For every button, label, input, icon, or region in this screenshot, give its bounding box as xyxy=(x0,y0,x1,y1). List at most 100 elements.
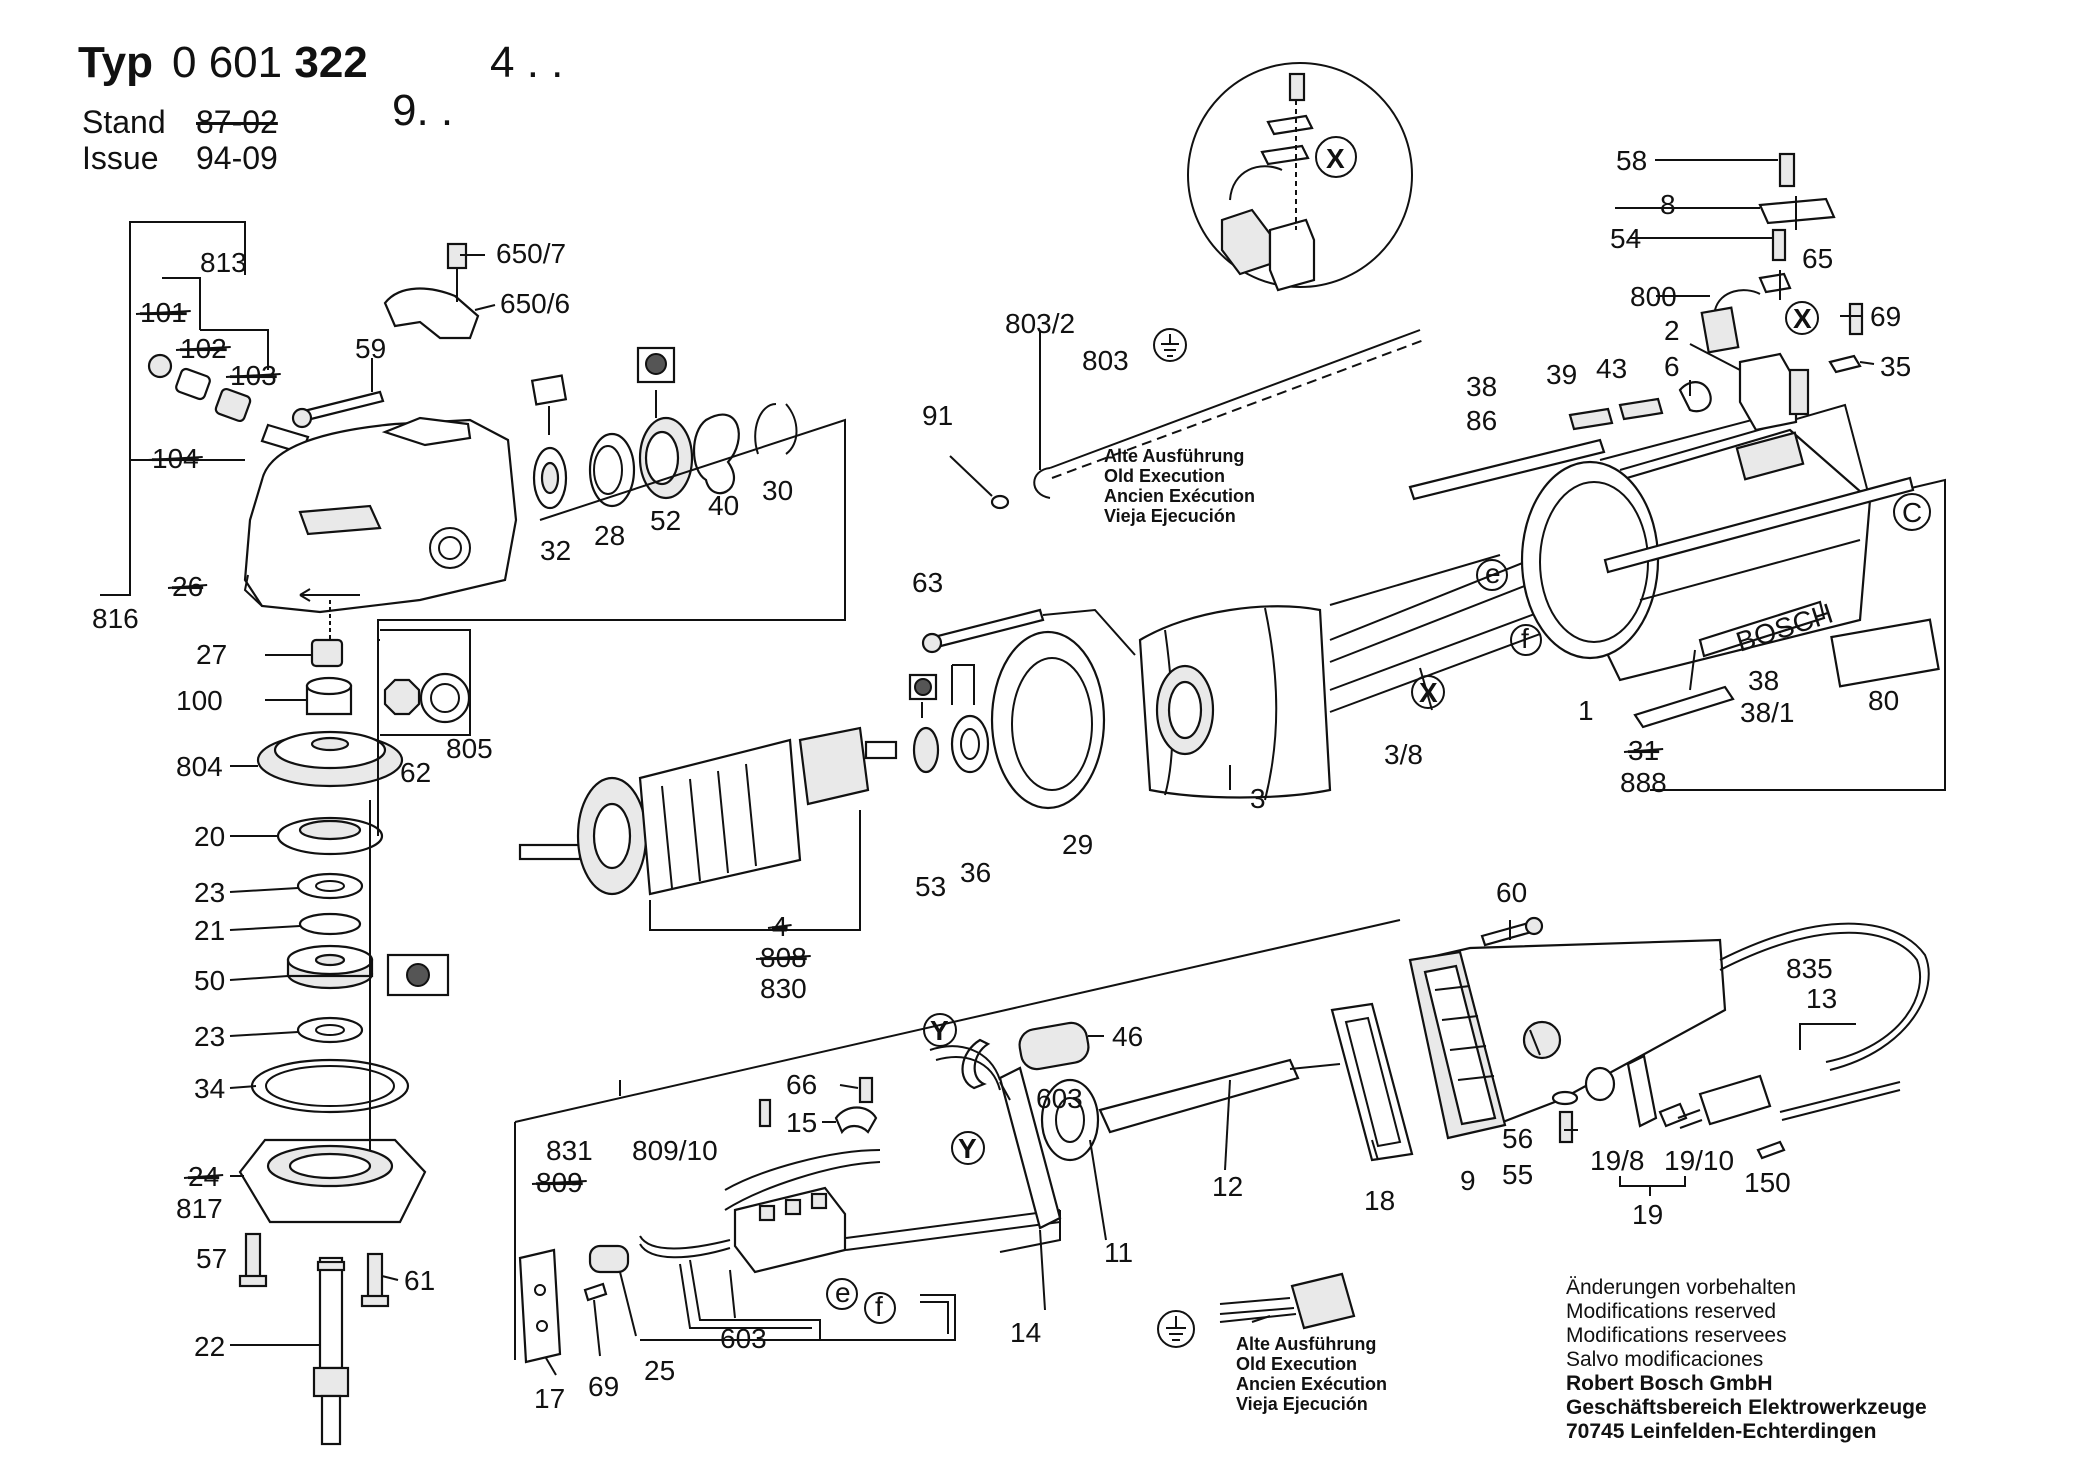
part-label-15: 15 xyxy=(786,1107,817,1138)
part-label-13: 13 xyxy=(1806,983,1837,1014)
brush-holder-group xyxy=(1678,152,1864,432)
old-execution-fr: Ancien Exécution xyxy=(1104,486,1256,506)
stand-value: 87-02 xyxy=(196,104,278,140)
strike-mark xyxy=(767,923,792,930)
part-label-603-a: 603 xyxy=(1036,1083,1083,1114)
screw-55 xyxy=(1558,1110,1574,1144)
part-label-43: 43 xyxy=(1596,353,1627,384)
part-label-34: 34 xyxy=(194,1073,225,1104)
screw-58 xyxy=(1778,152,1796,188)
bush-19-8 xyxy=(1584,1066,1616,1102)
old-execution-de: Alte Ausführung xyxy=(1104,446,1245,466)
bracket-17 xyxy=(518,1248,562,1364)
issue-value: 94-09 xyxy=(196,140,278,176)
clip-25 xyxy=(588,1244,630,1274)
part-label-55: 55 xyxy=(1502,1159,1533,1190)
spring-6 xyxy=(1678,381,1712,413)
issue-label: Issue xyxy=(82,140,159,176)
strip-86 xyxy=(1408,438,1606,501)
cable-group-803 xyxy=(949,329,1425,510)
part-label-61: 61 xyxy=(404,1265,435,1296)
part-label-25: 25 xyxy=(644,1355,675,1386)
nut-101 xyxy=(147,353,173,379)
markers: X X X C e f Y Y e f xyxy=(826,136,1931,1324)
part-label-23-b: 23 xyxy=(194,1021,225,1052)
screw-69 xyxy=(1848,302,1864,336)
part-label-817: 817 xyxy=(176,1193,223,1224)
strike-mark xyxy=(531,1179,587,1186)
ring-21 xyxy=(298,912,362,936)
company-line: Geschäftsbereich Elektrowerkzeuge xyxy=(1566,1396,1927,1419)
circlip-30 xyxy=(754,403,798,455)
gasket-34 xyxy=(250,1058,410,1114)
spring-40 xyxy=(693,413,740,495)
strike-mark xyxy=(1623,747,1664,754)
part-label-32: 32 xyxy=(540,535,571,566)
strike-mark xyxy=(755,954,811,961)
screw-809-10 xyxy=(758,1098,772,1128)
part-label-29: 29 xyxy=(1062,829,1093,860)
stand-label: Stand xyxy=(82,104,166,140)
gear-housing-26 xyxy=(243,418,518,614)
brush-holder-2 xyxy=(1738,352,1798,432)
part-label-100: 100 xyxy=(176,685,223,716)
strike-mark xyxy=(175,345,231,352)
typ-suffix-2: 9. . xyxy=(392,86,454,135)
part-label-58: 58 xyxy=(1616,145,1647,176)
inset-detail-x xyxy=(1187,62,1413,292)
armature-shaft xyxy=(518,843,582,861)
stator-group xyxy=(1138,554,1541,801)
part-label-17: 17 xyxy=(534,1383,565,1414)
part-label-36: 36 xyxy=(960,857,991,888)
part-label-30: 30 xyxy=(762,475,793,506)
old-execution-note-bottom: Alte Ausführung Old Execution Ancien Exé… xyxy=(1236,1334,1387,1414)
part-label-805: 805 xyxy=(446,733,493,764)
marker-f-bottom: f xyxy=(875,1291,883,1322)
part-label-50: 50 xyxy=(194,965,225,996)
part-label-19: 19 xyxy=(1632,1199,1663,1230)
marker-x-stator: X xyxy=(1419,677,1438,708)
switch-group xyxy=(514,919,1401,1364)
old-execution-es: Vieja Ejecución xyxy=(1236,1394,1368,1414)
marker-f-top: f xyxy=(1521,623,1529,654)
part-label-62: 62 xyxy=(400,757,431,788)
strike-mark xyxy=(135,309,191,316)
part-label-650-7: 650/7 xyxy=(496,238,566,269)
typ-suffix-1: 4 . . xyxy=(490,38,564,87)
part-label-3-8: 3/8 xyxy=(1384,739,1423,770)
sleeve-150 xyxy=(1756,1140,1786,1160)
part-label-809-10: 809/10 xyxy=(632,1135,718,1166)
clip-35 xyxy=(1828,354,1862,374)
strike-mark xyxy=(183,1173,224,1180)
capacitor-group xyxy=(1157,1272,1356,1348)
spindle-22 xyxy=(318,1256,344,1370)
bearing-row xyxy=(377,346,846,836)
clamp-19 xyxy=(1626,1054,1658,1128)
screw-61 xyxy=(366,1252,384,1300)
strike-mark xyxy=(225,372,281,379)
ring-36 xyxy=(950,714,990,774)
marker-e-top: e xyxy=(1485,558,1501,589)
part-label-835: 835 xyxy=(1786,953,1833,984)
part-label-803: 803 xyxy=(1082,345,1129,376)
capacitor xyxy=(1290,1272,1356,1330)
part-label-21: 21 xyxy=(194,915,225,946)
part-label-3: 3 xyxy=(1250,783,1266,814)
leader-lines xyxy=(229,159,1875,1376)
company-line: Robert Bosch GmbH xyxy=(1566,1372,1773,1395)
commutator xyxy=(798,726,870,806)
old-execution-es: Vieja Ejecución xyxy=(1104,506,1236,526)
clip-91 xyxy=(990,494,1010,510)
washer-23a xyxy=(296,872,364,900)
switch-rod-14 xyxy=(998,1066,1062,1230)
old-execution-fr: Ancien Exécution xyxy=(1236,1374,1388,1394)
part-label-9: 9 xyxy=(1460,1165,1476,1196)
part-label-20: 20 xyxy=(194,821,225,852)
note-line: Änderungen vorbehalten xyxy=(1566,1276,1797,1299)
gear-head-group xyxy=(100,221,518,1446)
marker-c: C xyxy=(1902,497,1922,528)
armature-group xyxy=(518,608,1136,931)
plate-43 xyxy=(1618,397,1664,421)
washer-56 xyxy=(1551,1090,1579,1106)
